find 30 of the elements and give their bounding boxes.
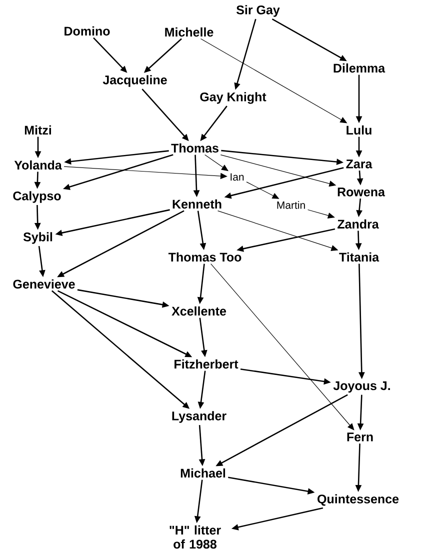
- name-label: Quintessence: [318, 494, 399, 506]
- name-label: Gay Knight: [200, 92, 266, 104]
- name-label: Titania: [339, 252, 380, 262]
- name-label: Kenneth: [172, 199, 222, 209]
- name-label: Michelle: [165, 27, 214, 37]
- name-label: Mitzi: [24, 125, 51, 135]
- name-label: Ian: [230, 173, 244, 181]
- name-label: Zara: [346, 160, 372, 168]
- name-label: Rowena: [338, 188, 386, 196]
- name-label: Martin: [277, 201, 305, 209]
- name-label: Genevieve: [13, 279, 75, 289]
- name-label: Calypso: [13, 191, 61, 203]
- name-label: Dilemma: [334, 63, 386, 73]
- name-label: Lulu: [346, 125, 372, 135]
- name-label: Fern: [347, 432, 373, 442]
- name-label: Lysander: [172, 411, 226, 423]
- name-label: Yolanda: [14, 160, 62, 170]
- name-label: Sybil: [23, 232, 52, 244]
- name-label: Xcellente: [172, 306, 226, 316]
- name-label: Zandra: [338, 219, 379, 229]
- name-label: Joyous J.: [333, 381, 390, 393]
- name-label: Domino: [64, 26, 110, 36]
- name-label: "H" litter of 1988: [170, 525, 221, 549]
- name-label: Thomas Too: [168, 252, 242, 262]
- name-label: Fitzherbert: [174, 359, 238, 369]
- name-label: Michael: [180, 468, 226, 478]
- name-label: Thomas: [171, 143, 218, 153]
- name-label: Sir Gay: [236, 5, 280, 17]
- name-label: Jacqueline: [102, 75, 167, 87]
- arrow: [210, 264, 354, 430]
